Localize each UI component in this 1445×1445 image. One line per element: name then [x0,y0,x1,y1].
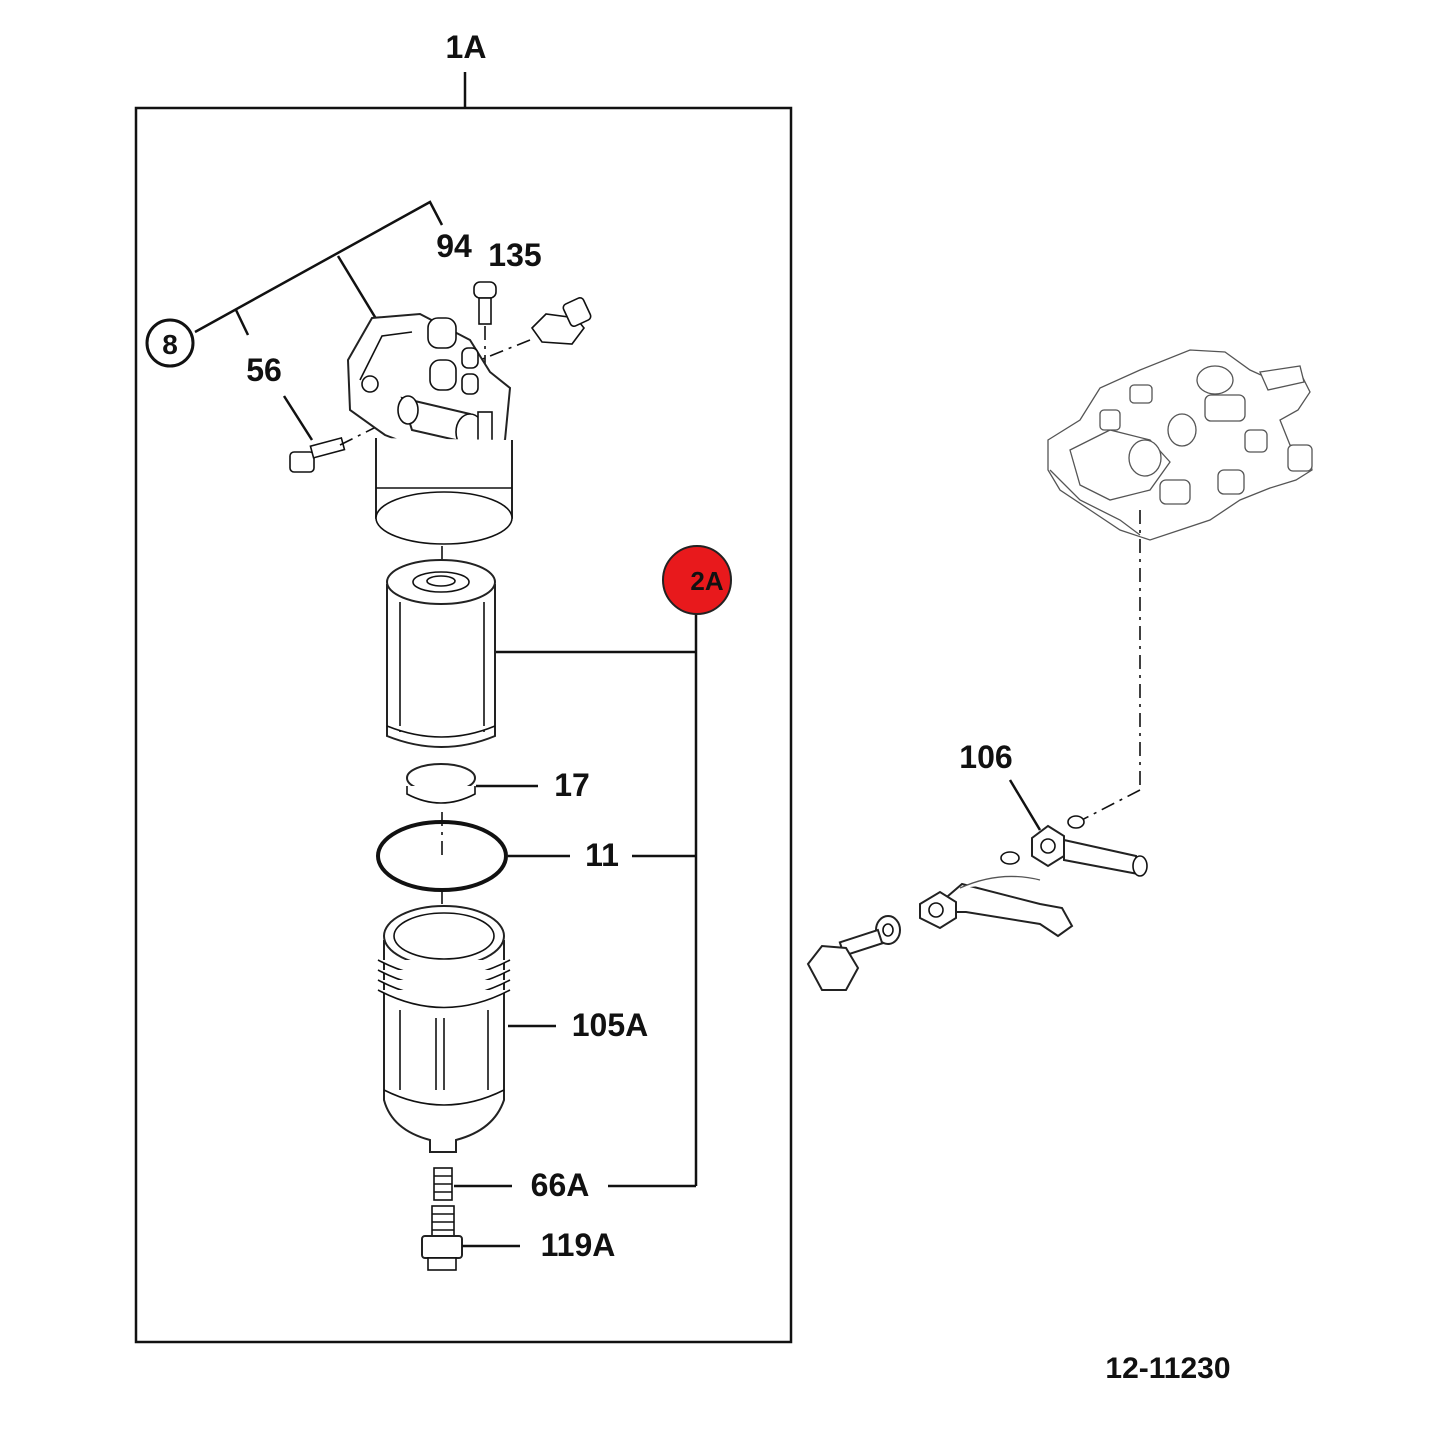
label-106: 106 [959,739,1012,775]
label-11: 11 [585,837,619,873]
callout-2a-bracket [496,612,698,1188]
ring-17 [406,763,476,804]
svg-text:8: 8 [162,329,178,360]
filter-head [346,312,513,545]
fuel-pipe-assembly [806,875,1074,991]
bolt-56 [289,424,381,473]
spring-66a [433,1167,453,1201]
label-119a: 119A [541,1227,616,1263]
label-135: 135 [488,237,541,273]
fitting-135 [479,296,592,361]
callout-2a[interactable]: 2A [662,545,732,615]
label-66a: 66A [531,1167,590,1203]
callout-8[interactable]: 8 [145,318,195,368]
assembly-frame [134,106,793,1344]
label-94: 94 [436,228,472,264]
svg-text:2A: 2A [690,566,723,596]
label-56: 56 [246,352,282,388]
injection-pump [1047,349,1313,541]
bolt-94 [473,281,497,400]
callout-8-bracket [194,200,444,336]
filter-element [386,559,496,748]
figure-number: 12-11230 [1105,1352,1230,1385]
bowl-105a [377,905,511,1153]
label-1a: 1A [446,29,487,65]
drain-plug-119a [421,1205,463,1271]
label-17: 17 [554,767,590,803]
label-105a: 105A [572,1007,649,1043]
banjo-fitting-106 [1000,815,1148,877]
